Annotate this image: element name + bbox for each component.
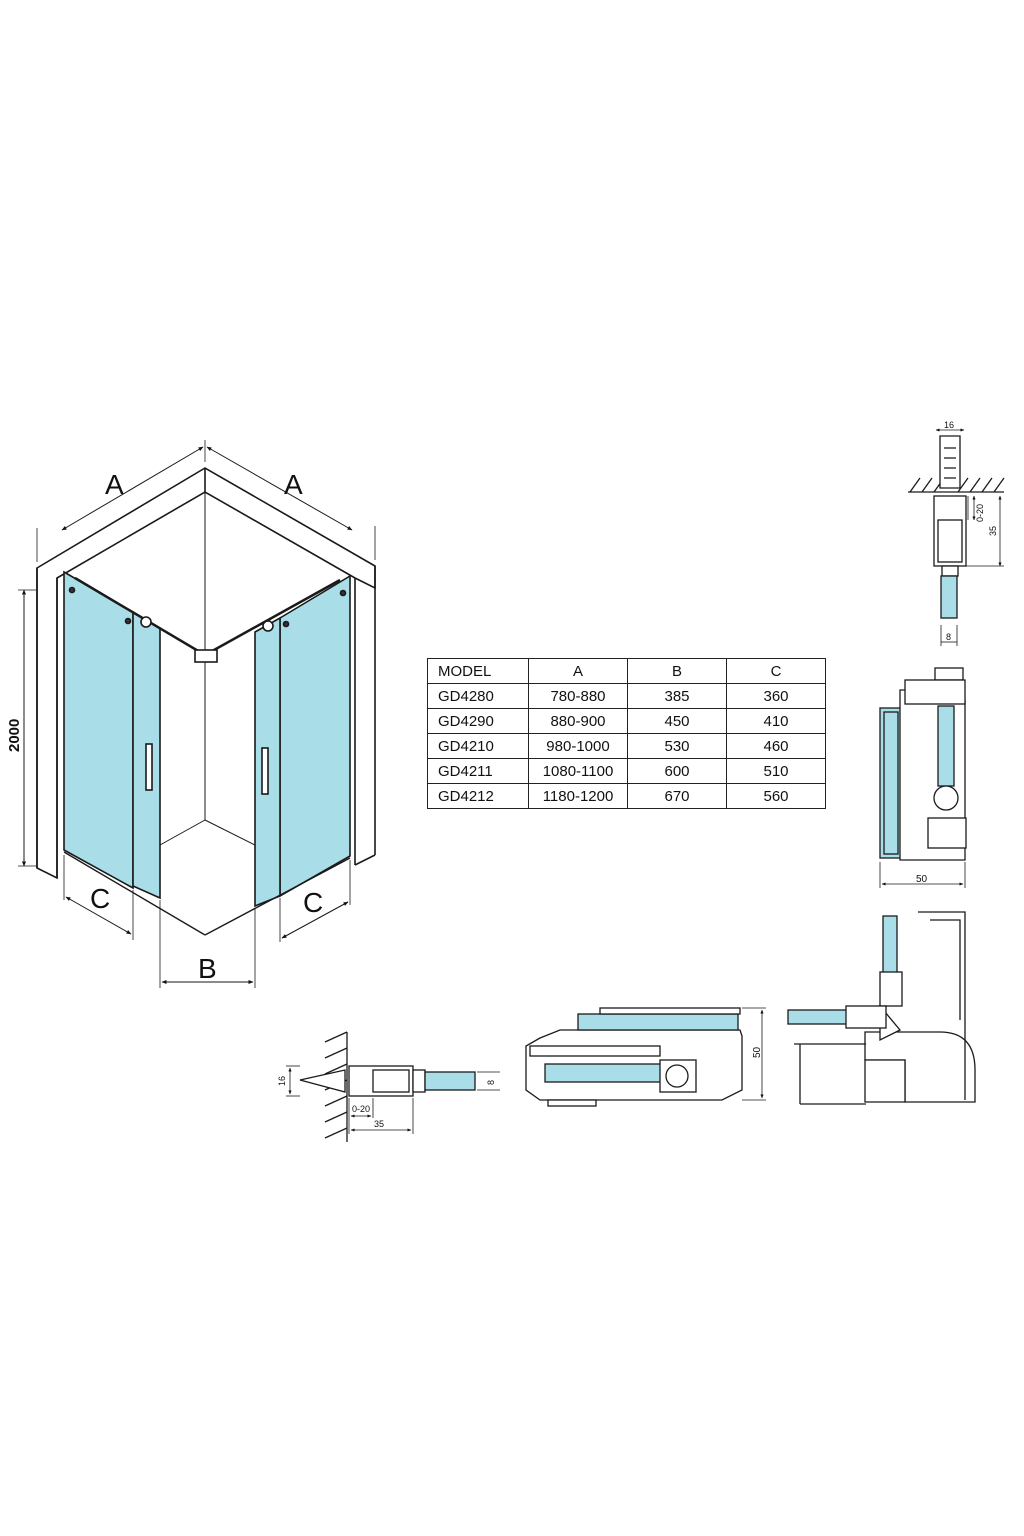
dim-label-a-right: A (284, 469, 303, 500)
walls (36, 467, 376, 880)
dim-roller-height: 50 (752, 1046, 763, 1058)
cell-model: GD4290 (427, 708, 529, 734)
dim-label-height: 2000 (6, 719, 23, 752)
dim-label-b: B (198, 953, 217, 984)
top-rail-right (204, 578, 341, 657)
table-row: GD4290 880-900 450 410 (427, 708, 826, 734)
dim-top-adjust: 0-20 (975, 504, 985, 522)
cell-c: 360 (726, 683, 826, 709)
header-c: C (726, 658, 826, 684)
dim-top-width: 16 (944, 420, 954, 430)
dim-label-c-right: C (303, 887, 323, 918)
table-row: GD4211 1080-1100 600 510 (427, 758, 826, 784)
dim-wall-adjust: 0-20 (352, 1104, 370, 1114)
cell-c: 460 (726, 733, 826, 759)
header-a: A (528, 658, 628, 684)
cell-b: 385 (627, 683, 727, 709)
header-model: MODEL (427, 658, 529, 684)
model-dimension-table: MODEL A B C GD4280 780-880 385 360 GD429… (427, 658, 826, 809)
handle-left (145, 743, 153, 791)
dim-label-a-left: A (105, 469, 124, 500)
detail-handle-section (879, 667, 967, 888)
left-fixed-glass (63, 570, 134, 890)
detail-roller-section (525, 1007, 766, 1107)
detail-corner-joint (787, 911, 976, 1105)
roller-icon (140, 616, 152, 628)
cell-a: 1180-1200 (528, 783, 628, 809)
cell-c: 560 (726, 783, 826, 809)
dim-wall-width: 16 (277, 1076, 287, 1086)
cell-model: GD4211 (427, 758, 529, 784)
handle-right (261, 747, 269, 795)
header-b: B (627, 658, 727, 684)
dim-top-glass: 8 (946, 632, 951, 642)
detail-top-profile (908, 428, 1005, 646)
roller-icon (262, 620, 274, 632)
table-row: GD4212 1180-1200 670 560 (427, 783, 826, 809)
cell-b: 530 (627, 733, 727, 759)
dim-wall-glass: 8 (486, 1080, 496, 1085)
table-row: GD4280 780-880 385 360 (427, 683, 826, 709)
top-rail-left (74, 576, 206, 657)
cell-model: GD4212 (427, 783, 529, 809)
table-header-row: MODEL A B C (427, 658, 826, 684)
cell-a: 880-900 (528, 708, 628, 734)
table-row: GD4210 980-1000 530 460 (427, 733, 826, 759)
cell-b: 600 (627, 758, 727, 784)
right-fixed-glass (279, 574, 351, 898)
cell-a: 980-1000 (528, 733, 628, 759)
cell-model: GD4210 (427, 733, 529, 759)
dim-label-c-left: C (90, 883, 110, 914)
shower-enclosure-view (18, 440, 376, 988)
dim-wall-depth: 35 (374, 1119, 384, 1129)
detail-wall-profile (286, 1031, 500, 1142)
cell-a: 780-880 (528, 683, 628, 709)
cell-c: 510 (726, 758, 826, 784)
cell-model: GD4280 (427, 683, 529, 709)
cell-c: 410 (726, 708, 826, 734)
dim-top-depth: 35 (988, 526, 998, 536)
dim-handle-width: 50 (916, 874, 928, 885)
cell-a: 1080-1100 (528, 758, 628, 784)
cell-b: 670 (627, 783, 727, 809)
cell-b: 450 (627, 708, 727, 734)
